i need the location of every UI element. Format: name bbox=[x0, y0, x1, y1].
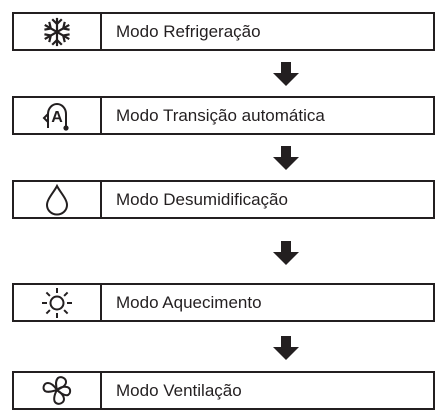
mode-label: Modo Aquecimento bbox=[116, 292, 262, 312]
mode-row-heat: Modo Aquecimento bbox=[12, 283, 435, 322]
mode-row-auto: A Modo Transição automática bbox=[12, 96, 435, 135]
mode-icon-cell bbox=[14, 373, 102, 408]
mode-label: Modo Transição automática bbox=[116, 105, 325, 125]
auto-mode-icon: A bbox=[42, 102, 69, 131]
mode-row-dry: Modo Desumidificação bbox=[12, 180, 435, 219]
snowflake-icon bbox=[44, 17, 70, 46]
auto-mode-letter: A bbox=[51, 109, 63, 126]
down-arrow-icon bbox=[273, 62, 299, 86]
down-arrow-icon bbox=[273, 336, 299, 360]
down-arrow-icon bbox=[273, 241, 299, 265]
mode-label: Modo Desumidificação bbox=[116, 189, 288, 209]
fan-icon bbox=[42, 375, 72, 405]
mode-label: Modo Refrigeração bbox=[116, 21, 261, 41]
down-arrow-icon bbox=[273, 146, 299, 170]
mode-row-fan: Modo Ventilação bbox=[12, 371, 435, 410]
mode-label: Modo Ventilação bbox=[116, 380, 242, 400]
mode-icon-cell bbox=[14, 14, 102, 49]
mode-icon-cell: A bbox=[14, 98, 102, 133]
sun-icon bbox=[42, 287, 72, 318]
mode-row-cooling: Modo Refrigeração bbox=[12, 12, 435, 51]
mode-icon-cell bbox=[14, 285, 102, 320]
mode-icon-cell bbox=[14, 182, 102, 217]
water-drop-icon bbox=[45, 183, 69, 215]
